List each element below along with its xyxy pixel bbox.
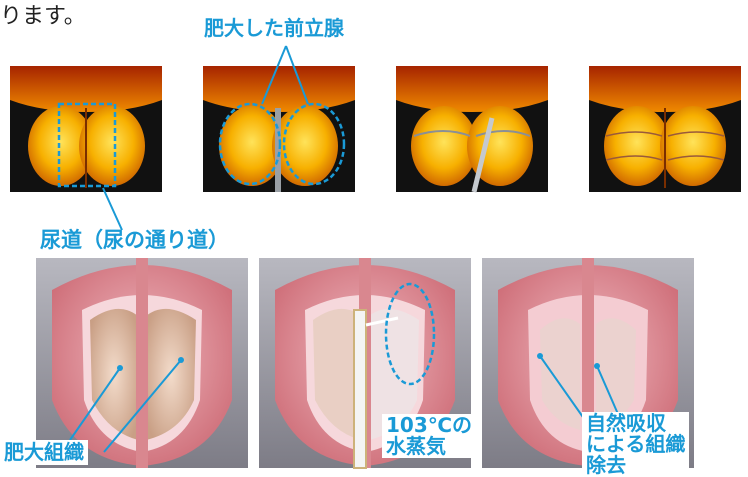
anatomy-image-1 xyxy=(36,258,248,468)
urethra-label: 尿道（尿の通り道） xyxy=(40,230,229,251)
prostate-image-3 xyxy=(396,66,548,192)
intro-text: ります。 xyxy=(0,6,86,28)
steam-label-line-2: 水蒸気 xyxy=(386,436,472,457)
steam-label: 103℃の 水蒸気 xyxy=(382,414,476,458)
prostate-image-2 xyxy=(203,66,355,192)
steam-label-line-1: 103℃の xyxy=(386,415,472,436)
absorption-label: 自然吸収 による組織 除去 xyxy=(582,412,689,477)
enlarged-prostate-label: 肥大した前立腺 xyxy=(204,18,344,38)
absorption-label-line-2: による組織 xyxy=(586,434,685,455)
prostate-image-4 xyxy=(589,66,741,192)
urethra-pointer xyxy=(103,188,122,230)
enlarged-tissue-label: 肥大組織 xyxy=(0,440,88,465)
prostate-image-1 xyxy=(10,66,162,192)
absorption-label-line-1: 自然吸収 xyxy=(586,413,685,434)
absorption-label-line-3: 除去 xyxy=(586,455,685,476)
